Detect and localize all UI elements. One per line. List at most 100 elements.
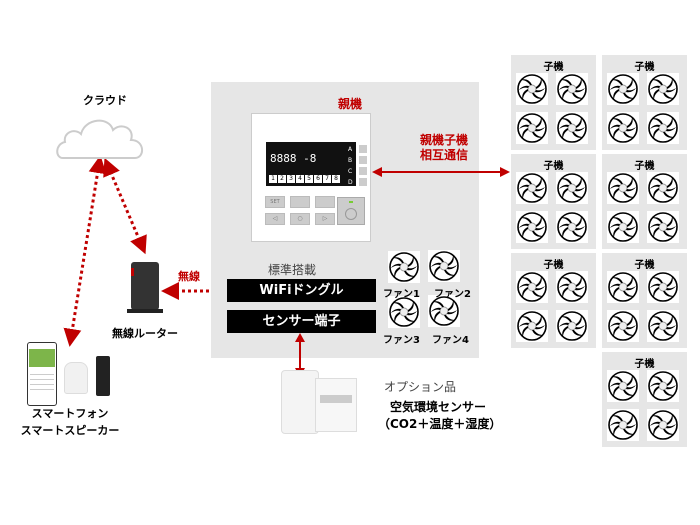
cloud-router-arrow xyxy=(103,157,147,255)
lcd-channels: 1 2 3 4 5 6 7 8 xyxy=(269,175,340,183)
right-button[interactable]: ▷ xyxy=(315,213,335,225)
fan-icon xyxy=(516,271,548,303)
side-button-c[interactable] xyxy=(359,167,367,175)
child-unit: 子機 xyxy=(511,154,596,249)
child-unit-label: 子機 xyxy=(634,62,655,73)
cloud-phone-arrow xyxy=(63,155,107,347)
fan-icon xyxy=(428,295,460,327)
child-unit-label: 子機 xyxy=(634,260,655,271)
lcd-digits: 8888 -8 xyxy=(270,152,317,165)
option-detail: （CO2＋温度＋湿度） xyxy=(378,417,502,431)
fan-4-label: ファン4 xyxy=(432,335,469,346)
child-unit: 子機 xyxy=(602,352,687,447)
fan-icon xyxy=(647,409,679,441)
parent-title: 親機 xyxy=(337,97,362,111)
child-unit-label: 子機 xyxy=(634,161,655,172)
smart-speaker-image xyxy=(64,362,88,394)
sensor-image xyxy=(281,370,319,434)
channel-6: 6 xyxy=(314,175,322,183)
smartphone-image xyxy=(27,342,57,406)
channel-2: 2 xyxy=(278,175,286,183)
side-button-b[interactable] xyxy=(359,156,367,164)
child-unit: 子機 xyxy=(602,154,687,249)
fan-icon xyxy=(607,112,639,144)
fan-1-label: ファン1 xyxy=(383,289,420,300)
fan-icon xyxy=(556,271,588,303)
cloud-label: クラウド xyxy=(83,94,127,107)
channel-4: 4 xyxy=(296,175,304,183)
fan-icon xyxy=(607,73,639,105)
fan-icon xyxy=(556,112,588,144)
fan-icon xyxy=(556,73,588,105)
fan-icon xyxy=(607,271,639,303)
fan-icon xyxy=(607,172,639,204)
fan-icon xyxy=(428,250,460,282)
key-a: A xyxy=(348,146,353,153)
fan-icon xyxy=(556,211,588,243)
child-unit-label: 子機 xyxy=(543,260,564,271)
fan-icon xyxy=(556,172,588,204)
child-unit-label: 子機 xyxy=(543,161,564,172)
child-unit: 子機 xyxy=(511,55,596,150)
fan-icon xyxy=(516,211,548,243)
parent-child-arrow xyxy=(372,167,510,177)
parent-child-label-line1: 親機子機 xyxy=(420,133,469,147)
key-b: B xyxy=(348,157,353,164)
fan-icon xyxy=(647,172,679,204)
fan-icon xyxy=(607,310,639,342)
standard-label: 標準搭載 xyxy=(268,263,317,277)
smart-speaker-2-image xyxy=(96,356,110,396)
fan-icon xyxy=(516,310,548,342)
power-button[interactable] xyxy=(337,197,365,225)
sensor-display-image xyxy=(315,378,357,432)
fan-icon xyxy=(647,370,679,402)
router-image xyxy=(131,262,159,310)
wifi-dongle: WiFiドングル xyxy=(227,279,376,302)
lcd-display: 8888 -8 1 2 3 4 5 6 7 8 A B C D xyxy=(266,142,356,186)
fan-icon xyxy=(388,251,420,283)
ok-button[interactable]: ○ xyxy=(290,213,310,225)
child-unit: 子機 xyxy=(511,253,596,348)
fan-button[interactable] xyxy=(315,196,335,208)
key-d: D xyxy=(348,179,353,186)
router-label: 無線ルーター xyxy=(112,327,178,340)
router-stand xyxy=(127,309,163,313)
channel-3: 3 xyxy=(287,175,295,183)
fan-icon xyxy=(647,271,679,303)
fan-3-label: ファン3 xyxy=(383,335,420,346)
set-button[interactable]: SET xyxy=(265,196,285,208)
fan-icon xyxy=(516,172,548,204)
channel-8: 8 xyxy=(332,175,340,183)
fan-icon xyxy=(516,73,548,105)
parent-child-label: 親機子機 相互通信 xyxy=(420,133,468,163)
parent-child-label-line2: 相互通信 xyxy=(420,148,469,162)
cloud-icon xyxy=(56,119,143,159)
devices-label-line2: スマートスピーカー xyxy=(20,424,120,437)
fan-icon xyxy=(607,370,639,402)
fan-icon xyxy=(647,310,679,342)
fan-icon xyxy=(516,112,548,144)
mode-button[interactable] xyxy=(290,196,310,208)
child-unit-label: 子機 xyxy=(634,359,655,370)
left-button[interactable]: ◁ xyxy=(265,213,285,225)
child-unit: 子機 xyxy=(602,253,687,348)
child-unit: 子機 xyxy=(602,55,687,150)
side-key-labels: A B C D xyxy=(348,144,355,188)
option-name: 空気環境センサー xyxy=(390,400,487,414)
fan-icon xyxy=(607,211,639,243)
sensor-port: センサー端子 xyxy=(227,310,376,333)
fan-icon xyxy=(556,310,588,342)
side-button-d[interactable] xyxy=(359,178,367,186)
fan-icon xyxy=(647,211,679,243)
fan-icon xyxy=(647,73,679,105)
fan-icon xyxy=(388,296,420,328)
key-c: C xyxy=(348,168,353,175)
fan-icon xyxy=(607,409,639,441)
wireless-label: 無線 xyxy=(178,270,200,283)
devices-label-line1: スマートフォン xyxy=(31,407,109,420)
channel-7: 7 xyxy=(323,175,331,183)
side-button-a[interactable] xyxy=(359,145,367,153)
controller-panel: 8888 -8 1 2 3 4 5 6 7 8 A B C D SET xyxy=(251,113,371,242)
channel-1: 1 xyxy=(269,175,277,183)
